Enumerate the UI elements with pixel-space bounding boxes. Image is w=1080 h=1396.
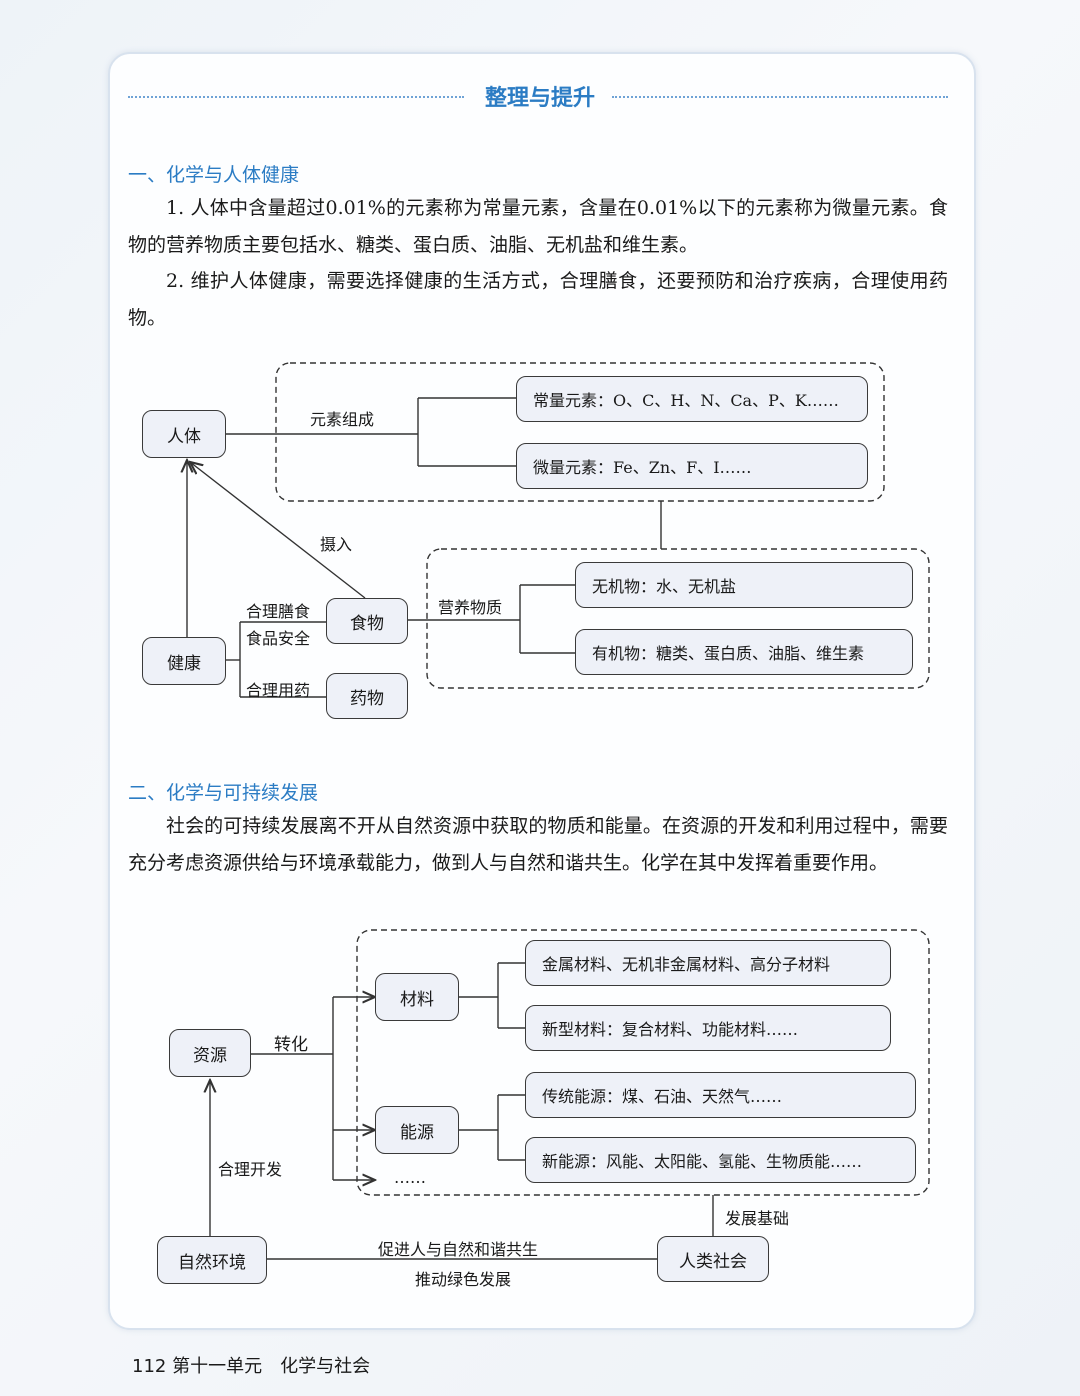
node-nature: 自然环境 (157, 1236, 267, 1284)
node-material-traditional: 金属材料、无机非金属材料、高分子材料 (525, 940, 891, 986)
node-society: 人类社会 (657, 1236, 769, 1282)
label-development-foundation: 发展基础 (725, 1209, 790, 1228)
section1-title: 一、化学与人体健康 (128, 164, 300, 186)
page-number: 112 (132, 1356, 167, 1377)
node-medicine: 药物 (326, 673, 408, 719)
node-macro-elements: 常量元素：O、C、H、N、Ca、P、K…… (516, 376, 868, 422)
label-food-safety: 食品安全 (246, 629, 311, 648)
header-divider-right (612, 96, 948, 98)
label-harmony: 促进人与自然和谐共生 (378, 1240, 539, 1259)
header-divider-left (128, 96, 464, 98)
label-green-development: 推动绿色发展 (415, 1270, 512, 1289)
node-more: …… (394, 1168, 426, 1187)
label-intake: 摄入 (320, 535, 353, 554)
section1-paragraph-1: 1. 人体中含量超过0.01%的元素称为常量元素，含量在0.01%以下的元素称为… (128, 197, 948, 256)
node-organic: 有机物：糖类、蛋白质、油脂、维生素 (575, 629, 913, 675)
unit-title: 第十一单元 化学与社会 (172, 1356, 371, 1377)
node-energy-new: 新能源：风能、太阳能、氢能、生物质能…… (525, 1137, 916, 1183)
label-transform: 转化 (274, 1035, 308, 1055)
label-composition: 元素组成 (310, 410, 375, 429)
node-resource: 资源 (169, 1029, 251, 1077)
node-health: 健康 (142, 637, 226, 685)
node-material-new: 新型材料：复合材料、功能材料…… (525, 1005, 891, 1051)
node-food: 食物 (326, 598, 408, 644)
section2-title: 二、化学与可持续发展 (128, 782, 319, 804)
label-diet: 合理膳食 (246, 602, 311, 621)
page-footer: 112 第十一单元 化学与社会 (132, 1352, 370, 1378)
node-inorganic: 无机物：水、无机盐 (575, 562, 913, 608)
section2-paragraph: 社会的可持续发展离不开从自然资源中获取的物质和能量。在资源的开发和利用过程中，需… (128, 815, 948, 874)
label-rational-development: 合理开发 (218, 1160, 283, 1179)
page-title: 整理与提升 (484, 86, 595, 111)
node-body: 人体 (142, 410, 226, 458)
label-rational-drug: 合理用药 (246, 681, 311, 700)
node-material: 材料 (375, 973, 459, 1021)
node-micro-elements: 微量元素：Fe、Zn、F、I…… (516, 443, 868, 489)
node-energy-traditional: 传统能源：煤、石油、天然气…… (525, 1072, 916, 1118)
label-nutrients: 营养物质 (438, 598, 503, 617)
node-energy: 能源 (375, 1106, 459, 1154)
section1-paragraph-2: 2. 维护人体健康，需要选择健康的生活方式，合理膳食，还要预防和治疗疾病，合理使… (128, 270, 948, 329)
